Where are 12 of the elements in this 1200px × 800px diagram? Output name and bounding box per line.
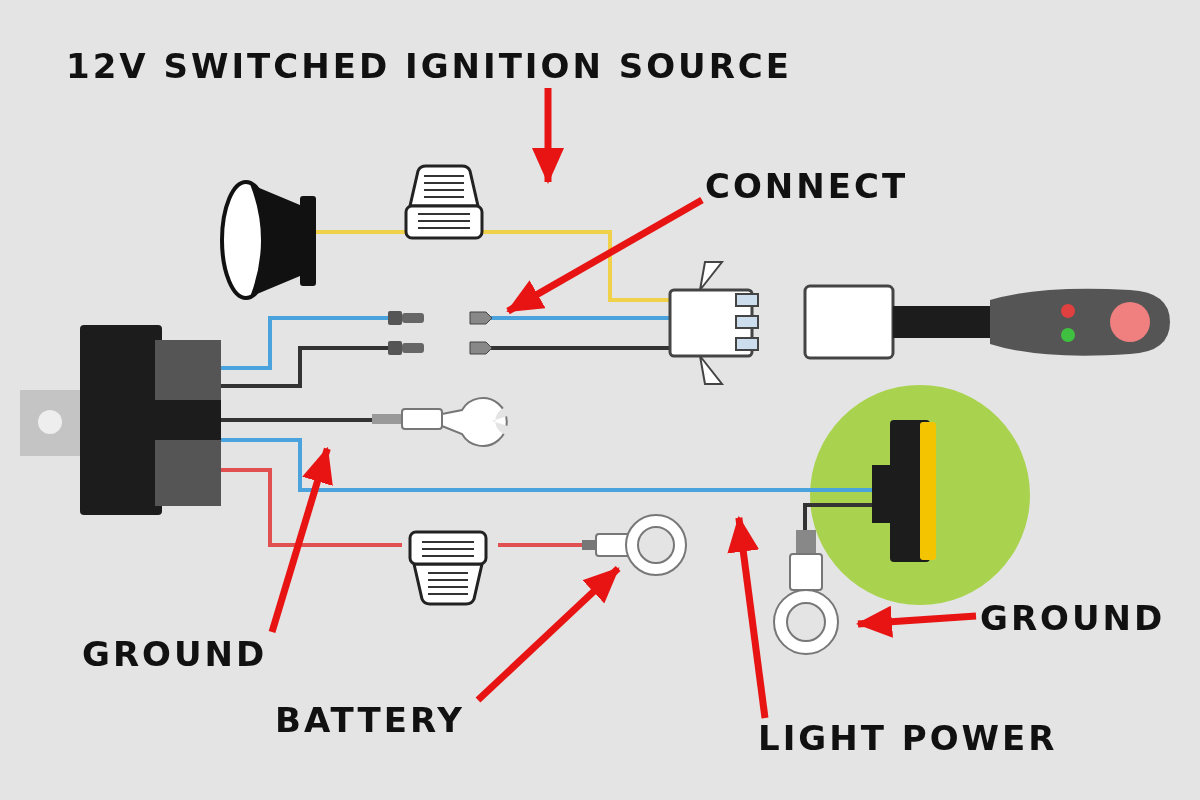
callout-label: GROUND xyxy=(82,634,268,674)
callout-label: GROUND xyxy=(980,598,1166,638)
ring-terminal xyxy=(770,530,842,658)
callout-label: 12V SWITCHED IGNITION SOURCE xyxy=(66,46,793,86)
leader-arrow xyxy=(506,196,704,315)
leader-arrow xyxy=(727,515,769,719)
callout-label: CONNECT xyxy=(705,166,909,206)
leader-arrow xyxy=(855,605,977,638)
callout-label: LIGHT POWER xyxy=(758,718,1058,758)
leader-arrow xyxy=(268,446,333,633)
callout-label: BATTERY xyxy=(275,700,465,740)
leader-arrow xyxy=(475,565,621,703)
